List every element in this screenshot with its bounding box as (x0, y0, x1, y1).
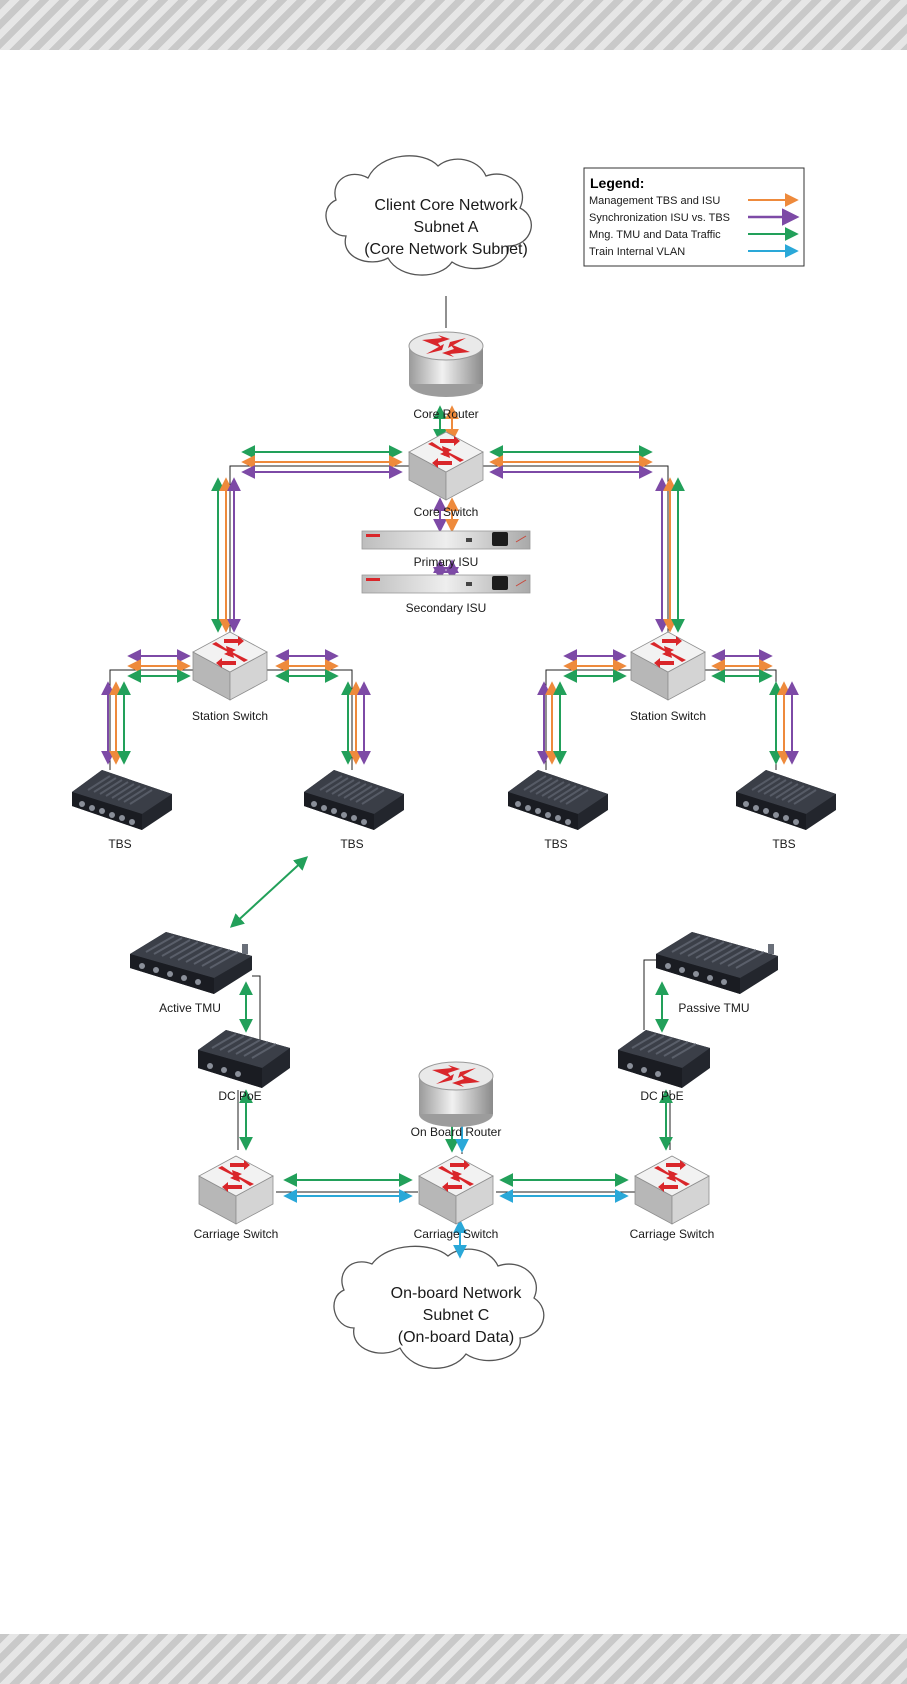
core-router-label: Core Router (413, 407, 478, 421)
footer-stripe-band (0, 1634, 907, 1684)
carriage-switch-center-icon (418, 1155, 494, 1225)
station-switch-right-label: Station Switch (630, 709, 706, 723)
core-switch-label: Core Switch (414, 505, 479, 519)
legend-label-synchronization: Synchronization ISU vs. TBS (589, 212, 730, 224)
carriage-switch-left-icon (198, 1155, 274, 1225)
passive-tmu-icon (655, 931, 779, 995)
carriage-switch-center-label: Carriage Switch (414, 1227, 499, 1241)
cloud-core-network (325, 155, 532, 276)
cloud-onboard-line-2: Subnet C (423, 1307, 490, 1324)
secondary-isu-icon (361, 574, 531, 594)
tbs-1-label: TBS (108, 837, 131, 851)
active-tmu-label: Active TMU (159, 1001, 221, 1015)
dc-poe-right-icon (617, 1029, 711, 1089)
cloud-onboard-network (333, 1245, 545, 1369)
legend-title: Legend: (590, 175, 644, 191)
onboard-router-label: On Board Router (411, 1125, 502, 1139)
legend-label-management: Management TBS and ISU (589, 195, 720, 207)
secondary-isu-label: Secondary ISU (406, 601, 487, 615)
tbs-3-icon (507, 769, 609, 831)
dc-poe-right-label: DC PoE (640, 1089, 683, 1103)
cloud-core-line-1: Client Core Network (374, 197, 518, 214)
cloud-onboard-line-1: On-board Network (391, 1285, 523, 1302)
carriage-switch-left-label: Carriage Switch (194, 1227, 279, 1241)
carriage-switch-right-label: Carriage Switch (630, 1227, 715, 1241)
primary-isu-label: Primary ISU (414, 555, 479, 569)
tbs-2-label: TBS (340, 837, 363, 851)
cloud-onboard-line-3: (On-board Data) (398, 1329, 515, 1346)
tbs-4-icon (735, 769, 837, 831)
passive-tmu-label: Passive TMU (678, 1001, 749, 1015)
core-router-icon (408, 331, 484, 398)
legend-label-vlan: Train Internal VLAN (589, 246, 685, 258)
station-switch-right-icon (630, 631, 706, 701)
tbs-1-icon (71, 769, 173, 831)
tbs-2-icon (303, 769, 405, 831)
legend-label-data-traffic: Mng. TMU and Data Traffic (589, 229, 721, 241)
onboard-router-icon (418, 1061, 494, 1128)
primary-isu-icon (361, 530, 531, 550)
dc-poe-left-icon (197, 1029, 291, 1089)
cloud-core-line-3: (Core Network Subnet) (364, 241, 528, 258)
carriage-switch-right-icon (634, 1155, 710, 1225)
station-switch-left-label: Station Switch (192, 709, 268, 723)
tbs-3-label: TBS (544, 837, 567, 851)
dc-poe-left-label: DC PoE (218, 1089, 261, 1103)
cloud-core-line-2: Subnet A (414, 219, 479, 236)
core-switch-icon (408, 431, 484, 501)
traffic-arrows (101, 405, 799, 1259)
tbs-4-label: TBS (772, 837, 795, 851)
station-switch-left-icon (192, 631, 268, 701)
active-tmu-icon (129, 931, 253, 995)
header-stripe-band (0, 0, 907, 50)
